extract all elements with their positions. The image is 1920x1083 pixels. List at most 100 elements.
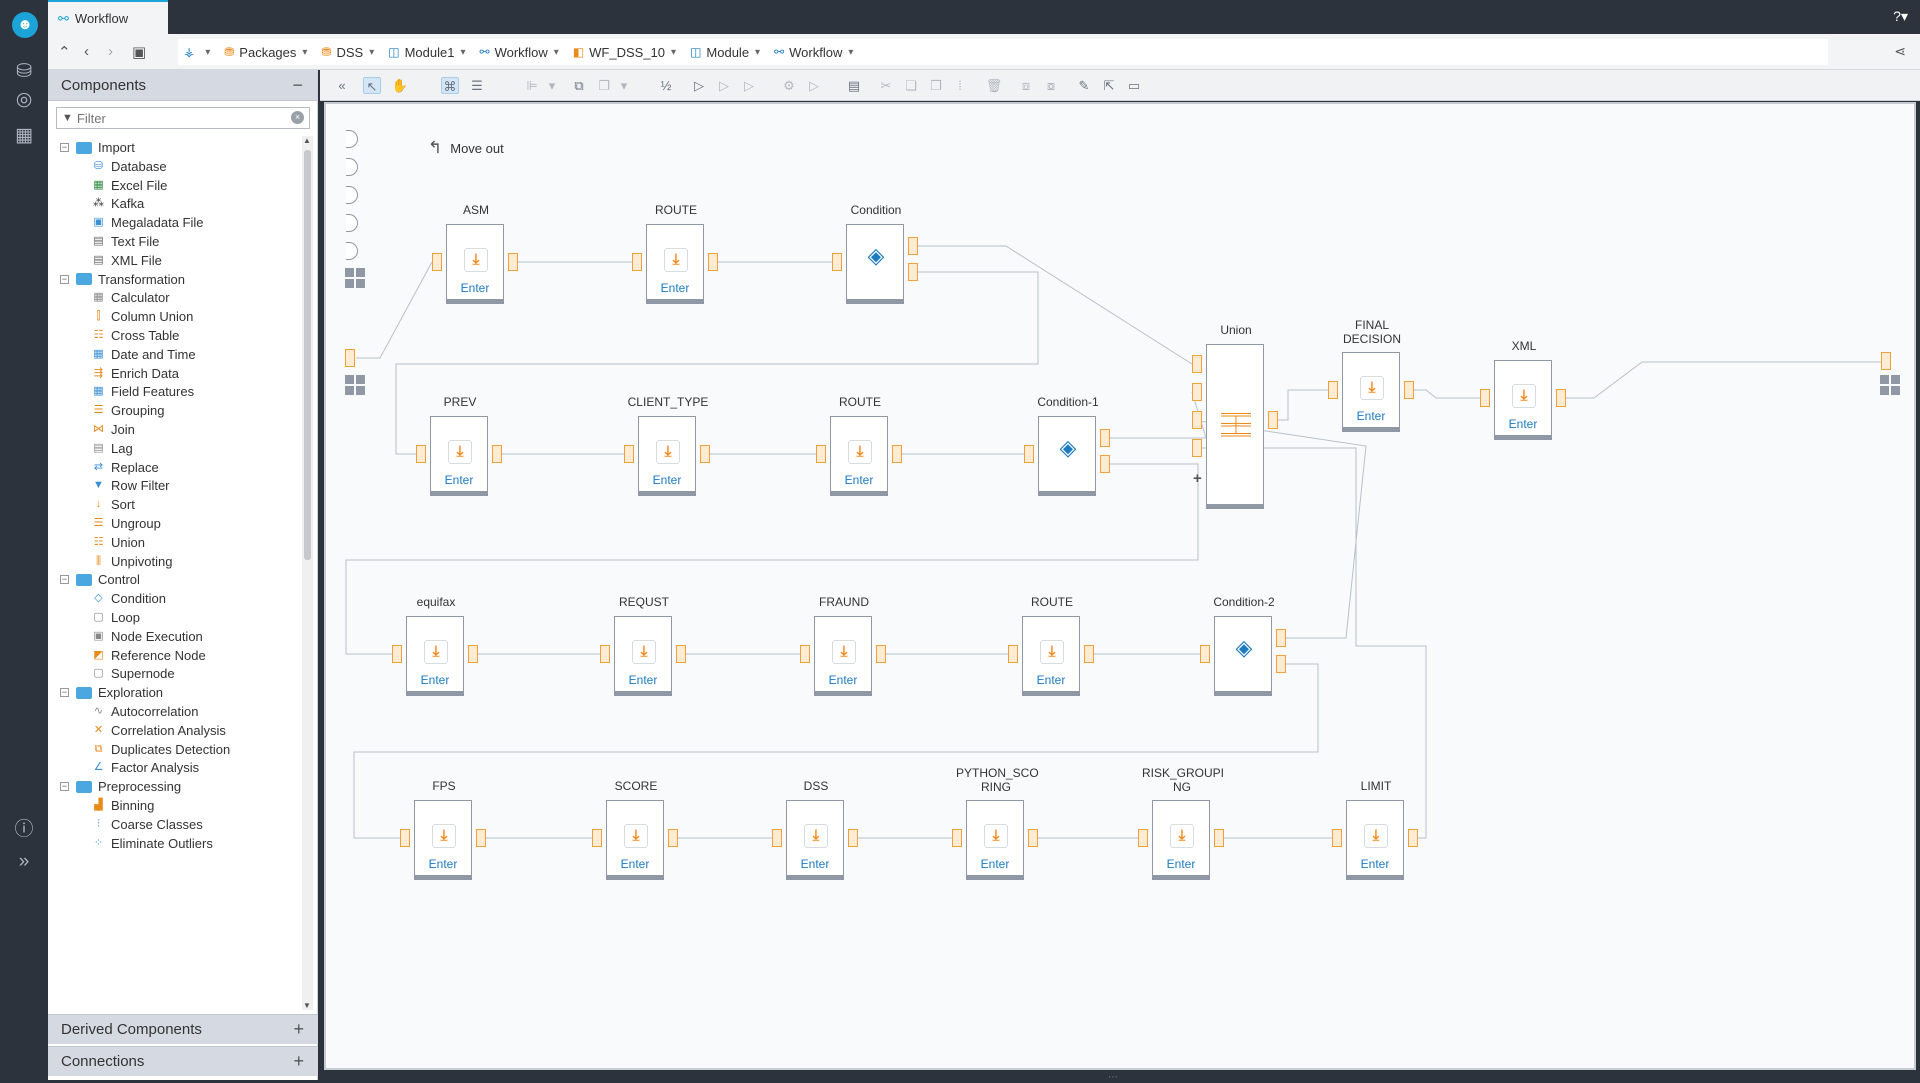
tree-item-column-union[interactable]: ⫿Column Union bbox=[92, 305, 194, 328]
collapse-toggle-icon[interactable]: − bbox=[60, 142, 69, 152]
input-port[interactable] bbox=[1192, 355, 1202, 373]
output-table-icon[interactable] bbox=[1880, 375, 1900, 395]
input-table-icon[interactable] bbox=[345, 268, 365, 288]
output-port[interactable] bbox=[676, 645, 686, 663]
node-score[interactable]: SCORE⤓Enter bbox=[606, 779, 664, 880]
node-dss[interactable]: DSS⤓Enter bbox=[786, 779, 844, 880]
output-port[interactable] bbox=[1100, 455, 1110, 473]
input-port[interactable] bbox=[432, 253, 442, 271]
chevron-down-icon[interactable]: ▾ bbox=[620, 78, 628, 93]
tree-group-transformation[interactable]: −Transformation bbox=[60, 268, 185, 291]
output-port[interactable] bbox=[1276, 629, 1286, 647]
connection-line[interactable] bbox=[1566, 361, 1881, 399]
tree-item-replace[interactable]: ⇄Replace bbox=[92, 456, 159, 479]
node-limit[interactable]: LIMIT⤓Enter bbox=[1346, 779, 1404, 880]
output-port[interactable] bbox=[1084, 645, 1094, 663]
unwrap-icon[interactable]: ⧇ bbox=[1046, 78, 1056, 93]
input-port[interactable] bbox=[1480, 389, 1490, 407]
input-port[interactable] bbox=[1328, 381, 1338, 399]
enter-link[interactable]: Enter bbox=[1166, 857, 1196, 871]
breadcrumb-item-wf-dss-10[interactable]: ◧WF_DSS_10▾ bbox=[572, 44, 677, 60]
expand-icon[interactable]: + bbox=[293, 1051, 304, 1071]
paste-icon[interactable]: ❒ bbox=[930, 78, 942, 93]
collapse-panel-icon[interactable]: « bbox=[338, 78, 346, 93]
tree-item-cross-table[interactable]: ☷Cross Table bbox=[92, 324, 180, 347]
input-port[interactable] bbox=[592, 829, 602, 847]
input-port[interactable] bbox=[600, 645, 610, 663]
input-port[interactable] bbox=[1138, 829, 1148, 847]
select-tool-icon[interactable]: ↖ bbox=[363, 77, 381, 94]
tree-item-eliminate-outliers[interactable]: ⁘Eliminate Outliers bbox=[92, 832, 213, 855]
tree-item-loop[interactable]: ▢Loop bbox=[92, 606, 140, 629]
node-final[interactable]: FINAL DECISION⤓Enter bbox=[1342, 318, 1401, 432]
breadcrumb-item-module[interactable]: ◫Module▾ bbox=[690, 44, 761, 60]
node-fraund[interactable]: FRAUND⤓Enter bbox=[814, 595, 872, 696]
enter-link[interactable]: Enter bbox=[652, 473, 682, 487]
output-port[interactable] bbox=[1276, 655, 1286, 673]
run-to-icon[interactable]: ▷ bbox=[744, 78, 754, 93]
copy-icon[interactable]: ❏ bbox=[905, 78, 917, 93]
enter-link[interactable]: Enter bbox=[420, 673, 450, 687]
breadcrumb-item-packages[interactable]: ⛃Packages▾ bbox=[224, 44, 308, 60]
tree-item-supernode[interactable]: ▢Supernode bbox=[92, 662, 174, 685]
enter-link[interactable]: Enter bbox=[1360, 857, 1390, 871]
node-cond1[interactable]: Condition-1◈ bbox=[1037, 395, 1099, 496]
table-icon[interactable]: ▦ bbox=[15, 125, 33, 146]
output-port[interactable] bbox=[892, 445, 902, 463]
tree-item-union[interactable]: ☷Union bbox=[92, 531, 145, 554]
delete-icon[interactable]: 🗑 bbox=[985, 78, 1003, 93]
tree-item-grouping[interactable]: ☰Grouping bbox=[92, 399, 165, 422]
tree-item-binning[interactable]: ▟Binning bbox=[92, 794, 154, 817]
tree-item-calculator[interactable]: ▦Calculator bbox=[92, 286, 169, 309]
output-port[interactable] bbox=[908, 263, 918, 281]
tree-item-lag[interactable]: ▤Lag bbox=[92, 437, 132, 460]
workflow-output-port[interactable] bbox=[1881, 352, 1891, 370]
node-route1[interactable]: ROUTE⤓Enter bbox=[646, 203, 704, 304]
connection-line[interactable] bbox=[353, 663, 1319, 839]
breadcrumb-item-workflow-2[interactable]: ⚯Workflow▾ bbox=[774, 44, 854, 60]
tree-item-date-and-time[interactable]: ▦Date and Time bbox=[92, 343, 195, 366]
collapse-toggle-icon[interactable]: − bbox=[60, 273, 69, 284]
output-port[interactable] bbox=[508, 253, 518, 271]
connection-line[interactable] bbox=[395, 271, 1039, 455]
input-port[interactable] bbox=[1200, 645, 1210, 663]
tree-item-xml-file[interactable]: ▤XML File bbox=[92, 249, 162, 272]
breadcrumb-item-root[interactable]: ⚶▾ bbox=[184, 45, 210, 59]
expand-rail-icon[interactable]: » bbox=[18, 851, 30, 872]
duplicate-icon[interactable]: ⁞ bbox=[958, 78, 962, 93]
output-port[interactable] bbox=[876, 645, 886, 663]
scrollbar-thumb[interactable] bbox=[304, 150, 311, 560]
compass-icon[interactable]: ◎ bbox=[15, 89, 33, 110]
output-port[interactable] bbox=[700, 445, 710, 463]
components-header[interactable]: Components− bbox=[48, 70, 317, 101]
input-port[interactable] bbox=[832, 253, 842, 271]
enter-link[interactable]: Enter bbox=[660, 281, 690, 295]
tree-item-kafka[interactable]: ⁂Kafka bbox=[92, 192, 144, 215]
connection-line[interactable] bbox=[356, 261, 433, 359]
tree-item-ungroup[interactable]: ☰Ungroup bbox=[92, 512, 161, 535]
output-port[interactable] bbox=[1028, 829, 1038, 847]
output-port[interactable] bbox=[1214, 829, 1224, 847]
output-port[interactable] bbox=[1100, 429, 1110, 447]
enter-link[interactable]: Enter bbox=[1508, 417, 1538, 431]
tree-item-join[interactable]: ⋈Join bbox=[92, 418, 135, 441]
output-port[interactable] bbox=[708, 253, 718, 271]
scroll-down-icon[interactable]: ▼ bbox=[303, 1001, 311, 1010]
list-view-icon[interactable]: ☰ bbox=[471, 78, 483, 93]
expand-icon[interactable]: + bbox=[293, 1019, 304, 1039]
tree-item-sort[interactable]: ↓Sort bbox=[92, 493, 135, 516]
node-python[interactable]: PYTHON_SCO RING⤓Enter bbox=[956, 766, 1039, 880]
run-icon[interactable]: ▷ bbox=[694, 78, 704, 93]
input-port[interactable] bbox=[772, 829, 782, 847]
node-requst[interactable]: REQUST⤓Enter bbox=[614, 595, 672, 696]
node-equifax[interactable]: equifax⤓Enter bbox=[406, 595, 464, 696]
tree-item-field-features[interactable]: ▦Field Features bbox=[92, 380, 194, 403]
output-port[interactable] bbox=[468, 645, 478, 663]
hand-tool-icon[interactable]: ✋ bbox=[391, 78, 409, 93]
enter-link[interactable]: Enter bbox=[980, 857, 1010, 871]
node-asm[interactable]: ASM⤓Enter bbox=[446, 203, 504, 304]
input-port[interactable] bbox=[632, 253, 642, 271]
tree-item-database[interactable]: ⛁Database bbox=[92, 155, 167, 178]
tree-item-excel-file[interactable]: ▦Excel File bbox=[92, 174, 167, 197]
